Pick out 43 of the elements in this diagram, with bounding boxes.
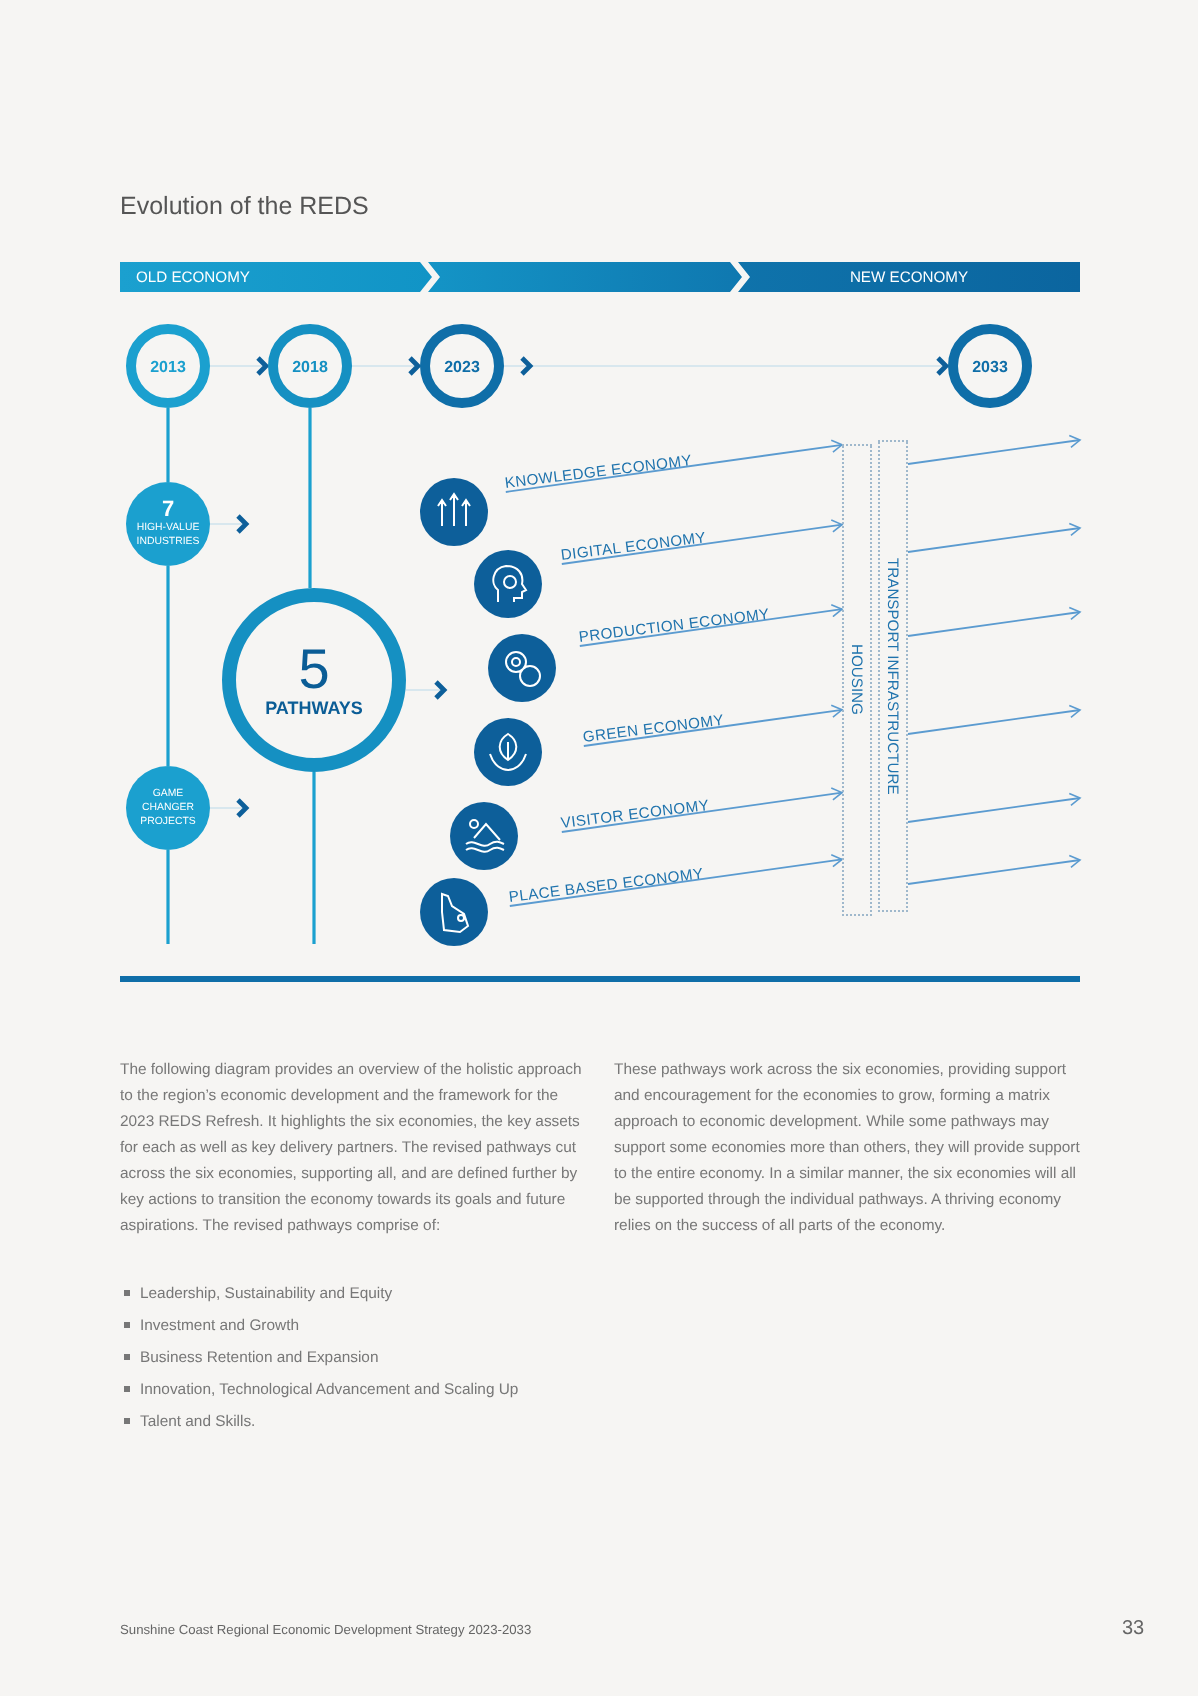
timeline-line — [166, 850, 170, 944]
year-label: 2013 — [150, 357, 186, 375]
arrow — [578, 603, 843, 647]
banner-segment — [120, 262, 432, 292]
arrow — [907, 606, 1081, 637]
arrow — [508, 854, 843, 907]
arrow — [907, 792, 1081, 823]
year-label: 2023 — [444, 357, 480, 375]
chevron-arrow — [209, 355, 269, 377]
year-circle — [420, 324, 504, 408]
number-label: 5 — [298, 642, 330, 698]
banner-segment — [738, 262, 1080, 292]
vertical-band — [878, 440, 908, 912]
arrow — [907, 522, 1081, 553]
year-circle — [268, 324, 352, 408]
number-label: 7 — [161, 499, 175, 521]
year-label: 2018 — [292, 357, 328, 375]
chevron-arrow — [503, 356, 949, 376]
info-circle — [126, 766, 210, 850]
timeline-line — [166, 408, 170, 482]
arrow — [560, 519, 843, 565]
arrow — [907, 854, 1081, 885]
chevron-arrow — [209, 513, 249, 535]
chevron-arrow — [351, 355, 421, 377]
page-title: Evolution of the REDS — [120, 192, 369, 220]
year-label: 2033 — [972, 357, 1008, 375]
page-number: 33 — [1122, 1618, 1145, 1640]
timeline-line — [166, 566, 170, 766]
vertical-band — [842, 444, 872, 916]
arrow — [560, 787, 843, 833]
chevron-arrow — [405, 679, 447, 701]
arrow — [907, 434, 1081, 465]
year-circle — [948, 324, 1032, 408]
circle-label: PATHWAYS — [265, 698, 363, 718]
timeline-line — [308, 408, 312, 588]
info-circle — [126, 482, 210, 566]
arrow — [582, 704, 843, 747]
chevron-arrow — [209, 797, 249, 819]
arrow — [907, 704, 1081, 735]
arrow — [504, 439, 843, 493]
banner-segment — [428, 262, 742, 292]
year-circle — [126, 324, 210, 408]
timeline-line — [312, 772, 316, 944]
